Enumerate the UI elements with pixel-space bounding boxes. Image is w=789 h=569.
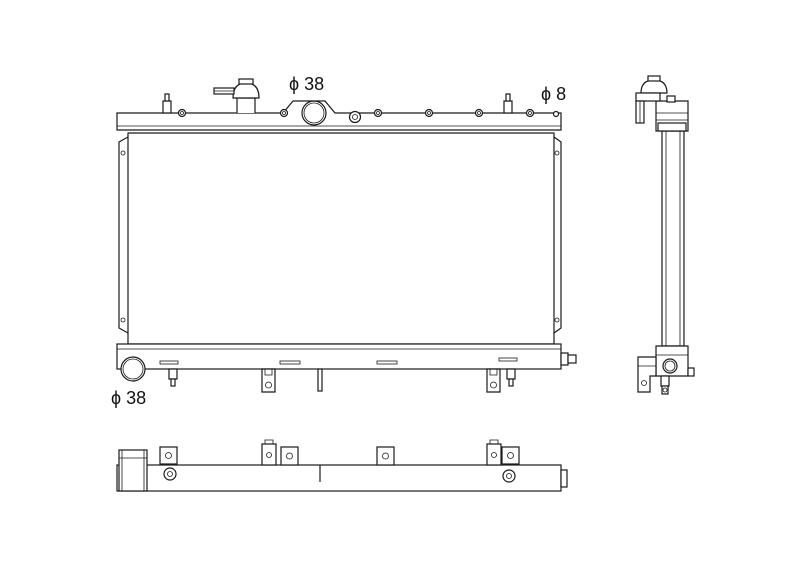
upper-hose-outlet <box>301 100 327 126</box>
top-tank <box>116 100 562 131</box>
drain-plug-tip <box>567 354 577 364</box>
bottom-pin-right <box>506 368 516 387</box>
left-side-bracket <box>118 136 129 334</box>
top-mounting-pin-left <box>162 93 172 114</box>
bottom-tank-slots <box>159 357 518 365</box>
lower-hose-outlet-inner <box>122 358 144 380</box>
front-view: ϕ 38 ϕ 8 ϕ 38 <box>111 74 577 408</box>
bottom-view-mount-1 <box>159 446 178 481</box>
bottom-pin-left <box>168 368 178 387</box>
right-bracket-hole-bottom <box>554 317 560 323</box>
right-side-bracket <box>553 136 562 334</box>
side-view <box>635 75 695 395</box>
lower-hose-outlet <box>120 356 146 382</box>
radiator-cap <box>213 78 260 113</box>
side-view-radiator-cap <box>635 75 668 124</box>
side-view-drain <box>687 367 695 377</box>
radiator-core <box>127 132 555 345</box>
drain-plug-body <box>560 352 569 366</box>
upper-hose-diameter-label: ϕ 38 <box>289 74 324 94</box>
side-view-core <box>661 130 685 347</box>
bottom-tab-center <box>317 368 323 392</box>
side-view-lower-bracket <box>637 356 657 393</box>
bottom-view <box>116 439 568 492</box>
side-view-bottom-pin <box>660 375 670 395</box>
bottom-view-hose-outlet <box>118 449 148 492</box>
bottom-tank <box>116 343 562 370</box>
left-bracket-hole-bottom <box>120 317 126 323</box>
right-bracket-hole-top <box>554 150 560 156</box>
overflow-nipple <box>552 110 560 118</box>
bottom-view-mount-5 <box>486 439 502 466</box>
bottom-view-tank <box>116 464 562 492</box>
overflow-nipple-diameter-label: ϕ 8 <box>541 84 566 104</box>
top-tank-bosses <box>177 108 535 124</box>
bottom-view-drain <box>560 469 568 488</box>
top-mounting-pin-right <box>503 93 513 114</box>
lower-hose-diameter-label: ϕ 38 <box>111 388 146 408</box>
bottom-bracket-right <box>486 368 501 393</box>
bottom-view-mount-2 <box>261 439 277 466</box>
side-view-top-pin <box>666 95 676 103</box>
upper-hose-outlet-inner <box>303 102 325 124</box>
left-bracket-hole-top <box>120 150 126 156</box>
bottom-bracket-left <box>261 368 276 393</box>
bottom-view-mount-4 <box>376 446 395 466</box>
bottom-view-mount-6 <box>501 446 520 483</box>
bottom-view-mount-3 <box>280 446 299 466</box>
